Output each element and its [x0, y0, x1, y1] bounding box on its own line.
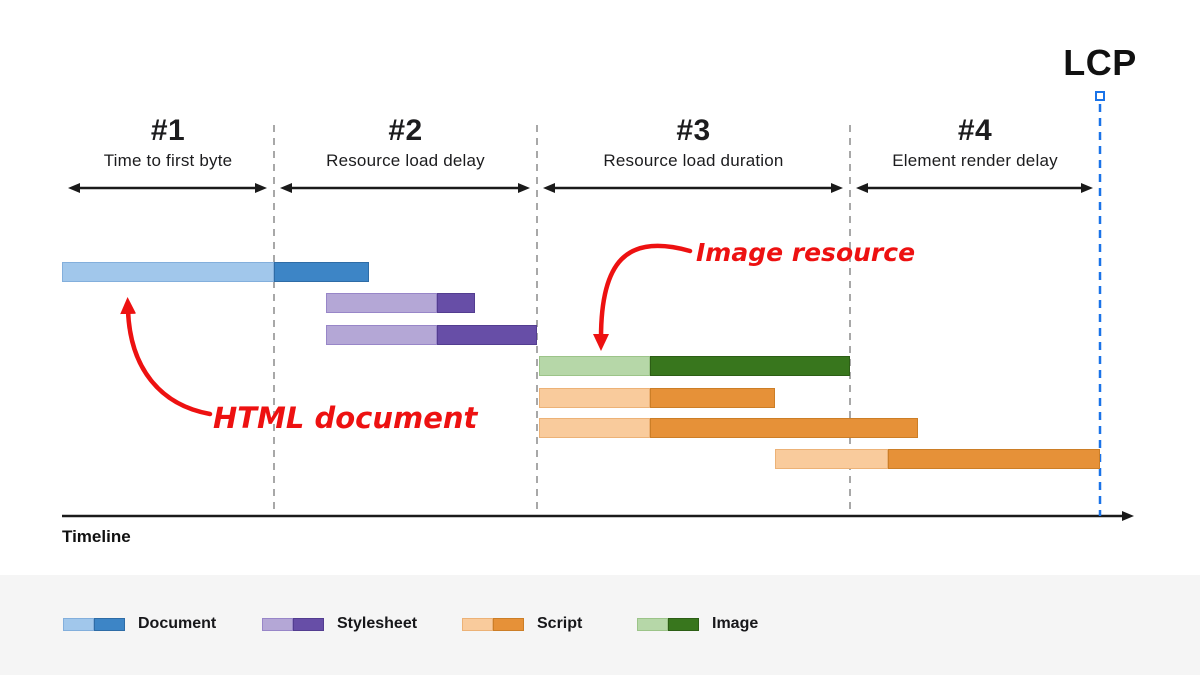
swatch-dark-half: [493, 617, 524, 631]
phase-number: #3: [676, 114, 711, 147]
legend-item-script: Script: [462, 616, 582, 632]
stylesheet-legend-swatch: [262, 617, 324, 631]
document-bar-light-segment: [62, 262, 274, 282]
stylesheet-bar-light-segment: [326, 293, 437, 313]
image-bar-dark-segment: [650, 356, 850, 376]
timeline-axis-label: Timeline: [62, 527, 131, 546]
legend-label-script: Script: [537, 615, 583, 632]
legend-item-stylesheet: Stylesheet: [262, 616, 417, 632]
legend-item-document: Document: [63, 616, 216, 632]
phase-name: Resource load duration: [603, 151, 784, 170]
legend-label-image: Image: [712, 615, 759, 632]
swatch-light-half: [63, 617, 94, 631]
lcp-marker-square: [1095, 91, 1105, 101]
legend-label-document: Document: [138, 615, 217, 632]
script-bar-dark-segment: [650, 418, 918, 438]
image-legend-swatch: [637, 617, 699, 631]
swatch-light-half: [462, 617, 493, 631]
legend-footer: [0, 575, 1200, 675]
document-legend-swatch: [63, 617, 125, 631]
phase-name: Element render delay: [892, 151, 1058, 170]
stylesheet-bar-light-segment: [326, 325, 437, 345]
swatch-dark-half: [94, 617, 125, 631]
stylesheet-bar-dark-segment: [437, 293, 475, 313]
lcp-title: LCP: [1063, 42, 1137, 83]
script-bar-light-segment: [539, 418, 650, 438]
html-document-arrow: [120, 297, 213, 417]
phase-number: #4: [957, 114, 993, 147]
phase-name: Time to first byte: [103, 151, 233, 170]
legend-item-image: Image: [637, 616, 758, 632]
swatch-light-half: [262, 617, 293, 631]
script-bar-light-segment: [539, 388, 650, 408]
swatch-dark-half: [668, 617, 699, 631]
swatch-light-half: [637, 617, 668, 631]
phase-name: Resource load delay: [326, 151, 485, 170]
legend-label-stylesheet: Stylesheet: [337, 615, 418, 632]
document-bar-dark-segment: [274, 262, 369, 282]
script-bar-light-segment: [775, 449, 888, 469]
html-document-label: HTML document: [213, 401, 478, 435]
image-bar-light-segment: [539, 356, 650, 376]
image-resource-arrow: [593, 243, 693, 351]
image-resource-label: Image resource: [696, 238, 916, 267]
phase-number: #1: [150, 114, 186, 147]
stylesheet-bar-dark-segment: [437, 325, 537, 345]
swatch-dark-half: [293, 617, 324, 631]
script-legend-swatch: [462, 617, 524, 631]
script-bar-dark-segment: [888, 449, 1100, 469]
script-bar-dark-segment: [650, 388, 775, 408]
phase-number: #2: [388, 114, 423, 147]
